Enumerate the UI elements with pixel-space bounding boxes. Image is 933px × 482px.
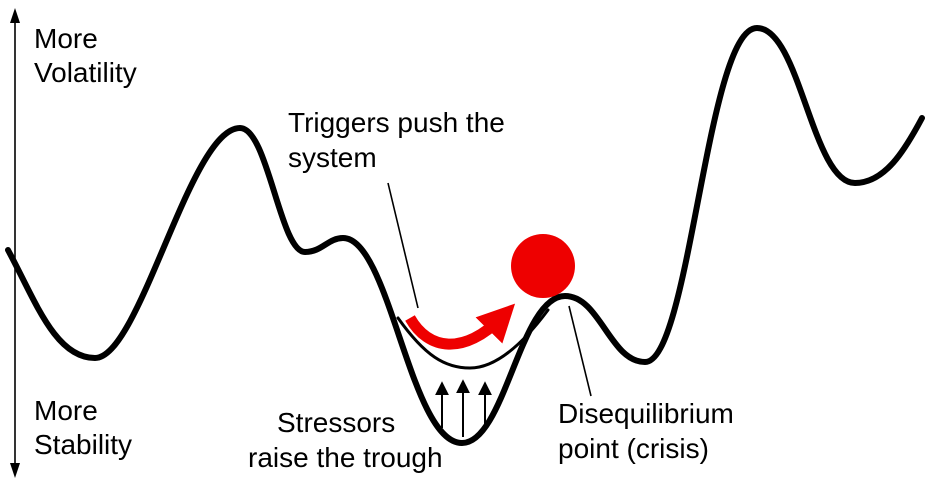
disequilibrium-leader-line: [568, 305, 592, 397]
stressor-arrows: [435, 379, 492, 437]
axis-label-line: Volatility: [34, 57, 137, 88]
trigger-push-arrow-icon: [405, 303, 516, 350]
axis-label-more-stability: More Stability: [34, 395, 132, 460]
system-state-ball: [511, 234, 575, 298]
annotation-line: raise the trough: [248, 442, 443, 473]
stressors-annotation: Stressors raise the trough: [248, 407, 443, 473]
annotation-line: Disequilibrium: [558, 398, 734, 429]
annotation-line: system: [288, 142, 377, 173]
axis-label-more-volatility: More Volatility: [34, 23, 137, 88]
volatility-stability-axis: [10, 8, 20, 478]
axis-up-arrowhead-icon: [10, 8, 20, 23]
stability-landscape-curve: [5, 25, 925, 446]
axis-down-arrowhead-icon: [10, 463, 20, 478]
axis-label-line: More: [34, 395, 98, 426]
triggers-annotation: Triggers push the system: [288, 107, 505, 173]
annotation-line: Triggers push the: [288, 107, 505, 138]
axis-label-line: More: [34, 23, 98, 54]
disequilibrium-annotation: Disequilibrium point (crisis): [558, 398, 734, 464]
axis-label-line: Stability: [34, 429, 132, 460]
annotation-line: point (crisis): [558, 433, 709, 464]
annotation-line: Stressors: [277, 407, 395, 438]
triggers-leader-line: [387, 182, 419, 309]
raised-trough-curve: [396, 308, 550, 370]
